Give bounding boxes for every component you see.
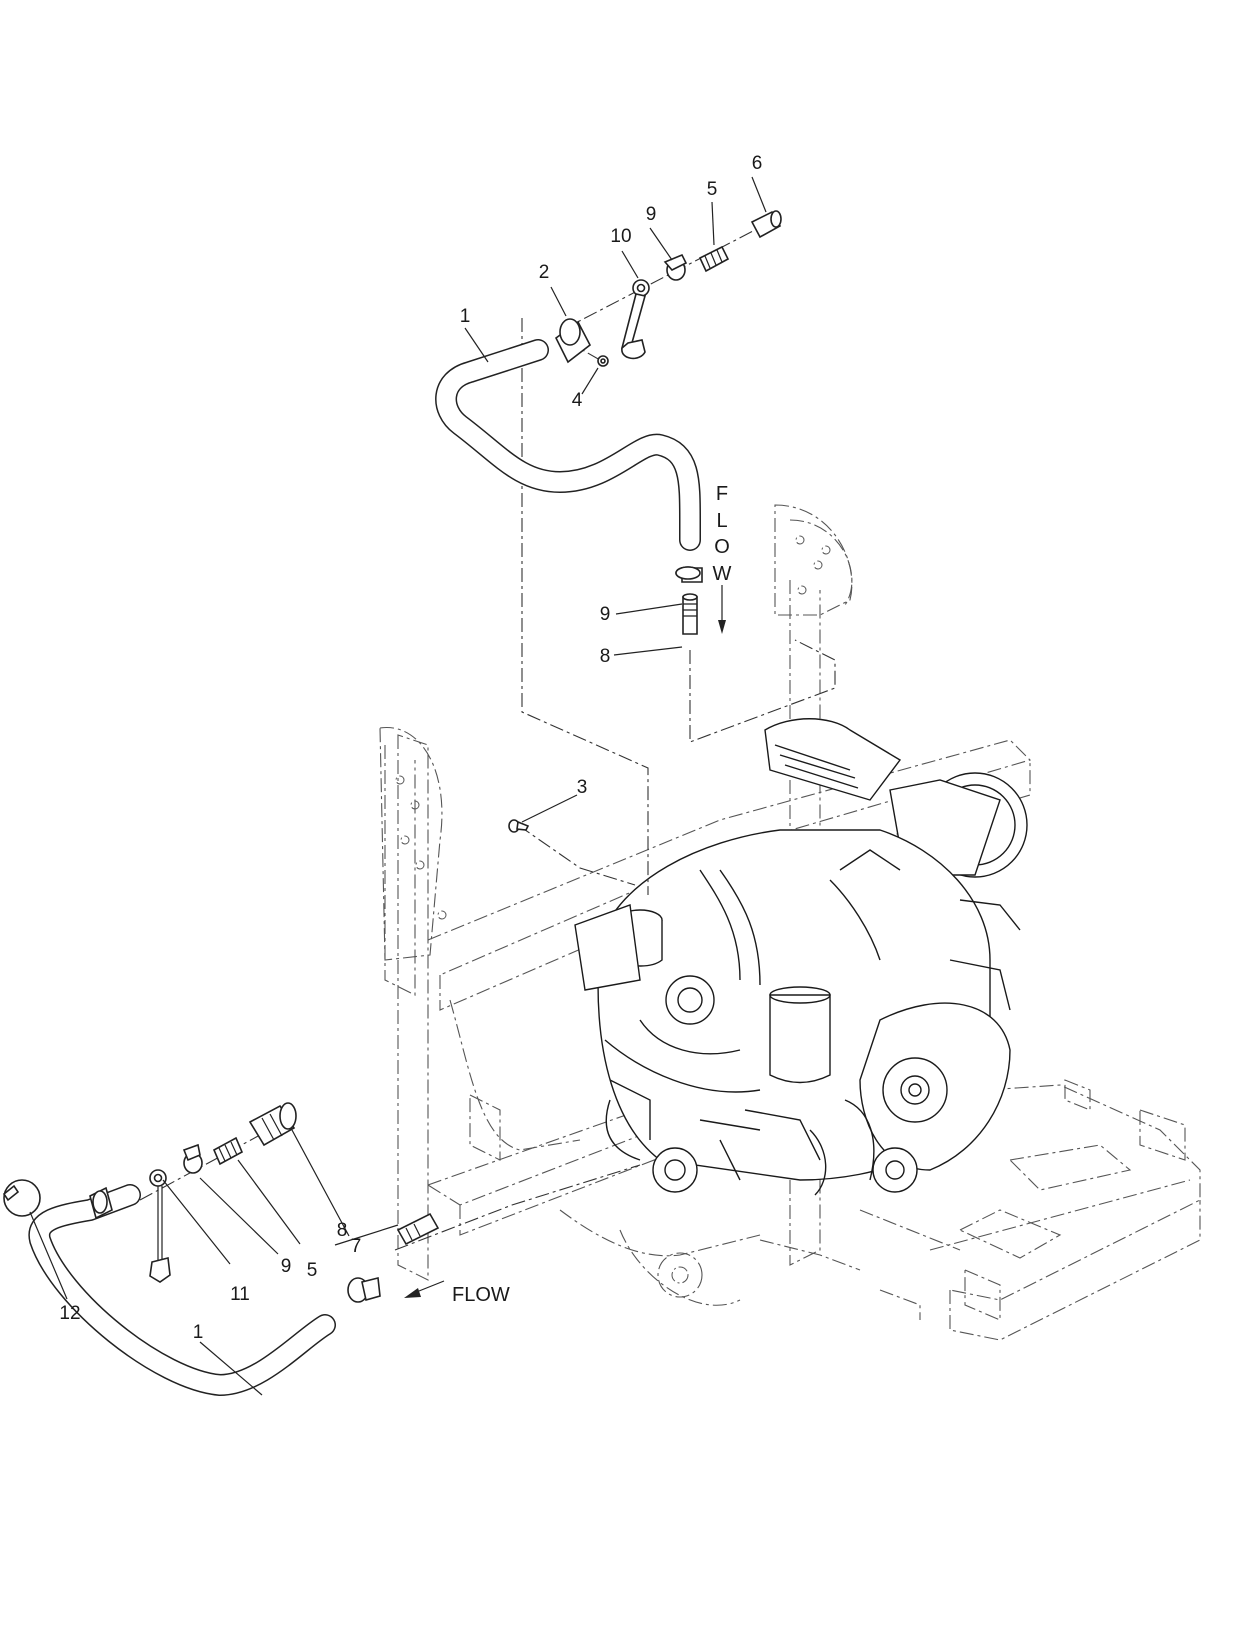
callout-9-mid: 9 — [600, 604, 611, 625]
callout-12: 12 — [59, 1303, 80, 1324]
hose-clamp-9-upper — [663, 253, 688, 281]
flow-arrow-lower — [404, 1280, 445, 1298]
callout-4: 4 — [572, 390, 583, 411]
fitting-8-mid — [682, 593, 698, 635]
callout-1-upper: 1 — [460, 306, 471, 327]
callout-2: 2 — [539, 262, 550, 283]
lower-callouts: 7 5 8 9 11 1 12 — [59, 1220, 361, 1343]
lower-hose-1 — [28, 1184, 336, 1396]
flow-letter-o: O — [714, 536, 730, 558]
callout-11: 11 — [230, 1284, 250, 1305]
hose-fitting-5-lower — [212, 1136, 244, 1166]
flow-label-upper: F L O W — [713, 483, 732, 585]
coupler-6 — [750, 210, 782, 239]
nut-4 — [597, 355, 609, 367]
callout-3: 3 — [577, 777, 588, 798]
flow-letter-f: F — [716, 483, 728, 505]
callout-10: 10 — [610, 226, 631, 247]
callout-9-upper: 9 — [646, 204, 657, 225]
callout-1-lower: 1 — [193, 1322, 204, 1343]
hose-clamp-9-mid — [675, 566, 703, 583]
engine-assembly — [574, 718, 1028, 1196]
upper-hose-1 — [435, 339, 701, 551]
callout-5-lower: 5 — [307, 1260, 318, 1281]
flow-label-lower: FLOW — [452, 1284, 510, 1306]
flow-letter-w: W — [713, 563, 732, 585]
callout-8-lower: 8 — [337, 1220, 348, 1241]
flow-letter-l: L — [716, 510, 727, 532]
hose-clamp-9-lower-b — [347, 1277, 381, 1303]
hose-bracket-lower — [89, 1186, 113, 1220]
callout-6: 6 — [752, 153, 763, 174]
hose-bracket-2 — [554, 318, 592, 364]
fitting-8-lower — [396, 1212, 440, 1246]
hose-clamp-9-lower-a — [182, 1143, 203, 1174]
hose-fitting-5-upper — [698, 245, 730, 273]
callout-8-mid: 8 — [600, 646, 611, 667]
callout-5-upper: 5 — [707, 179, 718, 200]
flow-arrow-upper — [718, 585, 726, 634]
callout-9-lower: 9 — [281, 1256, 292, 1277]
upper-callouts: 1 2 4 10 9 5 6 9 8 — [460, 153, 763, 667]
assembly-leader-lines — [139, 229, 836, 1251]
dipstick-11 — [149, 1169, 171, 1283]
bolt-3 — [508, 819, 530, 833]
callout-leaders — [29, 176, 767, 1396]
quick-coupler-7 — [248, 1102, 297, 1147]
dipstick-tube-10 — [621, 279, 650, 360]
callout-7: 7 — [351, 1236, 362, 1257]
cable-tie-12 — [2, 1179, 41, 1217]
